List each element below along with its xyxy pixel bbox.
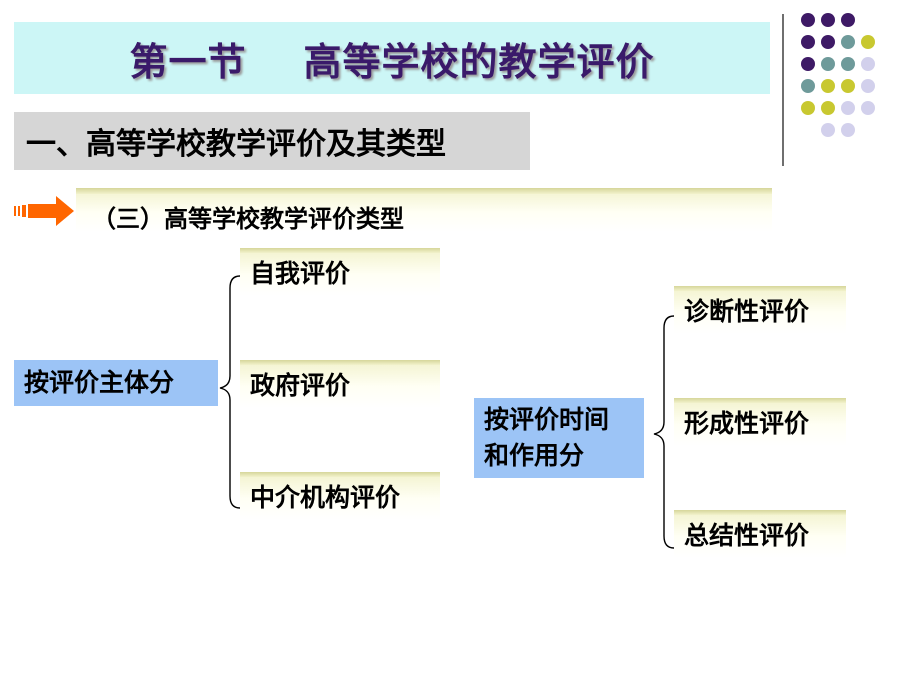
right-child-diagnostic-evaluation: 诊断性评价 [674, 286, 846, 334]
decoration-dot [801, 13, 815, 27]
decoration-dot [841, 79, 855, 93]
right-root-label-line2: 和作用分 [484, 441, 585, 470]
decoration-dot [821, 57, 835, 71]
left-child-agency-evaluation: 中介机构评价 [240, 472, 440, 520]
section-heading: 一、高等学校教学评价及其类型 [26, 127, 446, 162]
subsection-band [76, 188, 772, 232]
decoration-dot [821, 101, 835, 115]
section-band [14, 112, 530, 170]
right-root-box: 按评价时间 和作用分 [474, 398, 644, 478]
right-child-label: 总结性评价 [684, 521, 810, 550]
decoration-dot [801, 79, 815, 93]
title-band [14, 22, 770, 94]
decoration-dot [861, 79, 875, 93]
decoration-dot [861, 35, 875, 49]
decoration-dot [861, 57, 875, 71]
subsection-heading: （三）高等学校教学评价类型 [92, 203, 404, 233]
decoration-dot [801, 101, 815, 115]
decoration-dot [801, 57, 815, 71]
decoration-dot [821, 123, 835, 137]
left-child-self-evaluation: 自我评价 [240, 248, 440, 296]
decoration-dot [861, 101, 875, 115]
right-child-formative-evaluation: 形成性评价 [674, 398, 846, 446]
right-child-summative-evaluation: 总结性评价 [674, 510, 846, 558]
decoration-dot [841, 57, 855, 71]
right-child-label: 诊断性评价 [684, 297, 810, 326]
left-child-label: 中介机构评价 [250, 483, 401, 512]
decoration-dot [821, 79, 835, 93]
orange-block-arrow-icon [14, 196, 74, 226]
right-root-label-line1: 按评价时间 [484, 405, 610, 434]
right-brace [653, 315, 675, 549]
left-child-label: 政府评价 [250, 371, 351, 400]
dot-grid-decoration [801, 13, 875, 137]
left-root-label: 按评价主体分 [24, 368, 175, 397]
right-child-label: 形成性评价 [684, 409, 810, 438]
decoration-dot [841, 101, 855, 115]
decoration-dot [821, 13, 835, 27]
vertical-divider [782, 14, 784, 166]
left-brace [219, 275, 241, 509]
decoration-dot [841, 123, 855, 137]
decoration-dot [821, 35, 835, 49]
left-root-box: 按评价主体分 [14, 360, 218, 406]
left-child-label: 自我评价 [250, 259, 351, 288]
decoration-dot [841, 35, 855, 49]
slide-title: 第一节 高等学校的教学评价 [129, 38, 655, 84]
decoration-dot [841, 13, 855, 27]
left-child-government-evaluation: 政府评价 [240, 360, 440, 408]
decoration-dot [801, 35, 815, 49]
